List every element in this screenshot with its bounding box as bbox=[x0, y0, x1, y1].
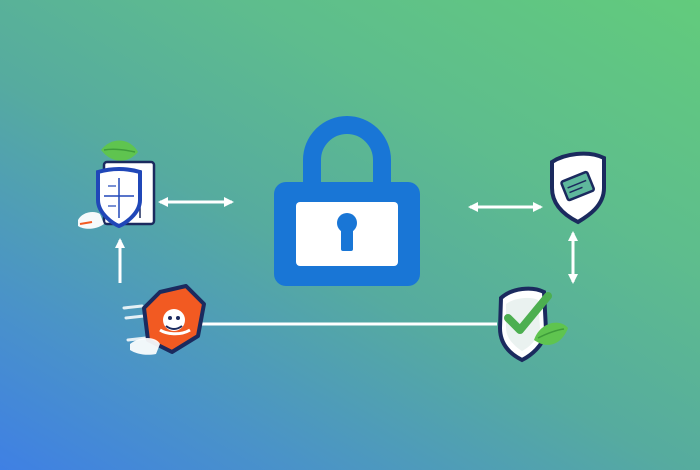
card-rectangle bbox=[560, 170, 595, 202]
connectors bbox=[115, 197, 578, 326]
leaf-icon bbox=[534, 322, 568, 345]
leaf-icon bbox=[101, 140, 138, 161]
padlock-icon bbox=[274, 116, 420, 286]
padlock-shackle bbox=[303, 116, 391, 188]
badge-face bbox=[163, 309, 185, 331]
card-shield-icon bbox=[550, 151, 606, 225]
speed-lines bbox=[122, 304, 148, 342]
orange-hexagon-badge-icon bbox=[122, 284, 206, 355]
document-shield-icon bbox=[78, 140, 156, 229]
checkmark-icon bbox=[504, 292, 552, 334]
check-shield-icon bbox=[497, 286, 568, 363]
keyhole-slot bbox=[341, 226, 353, 251]
